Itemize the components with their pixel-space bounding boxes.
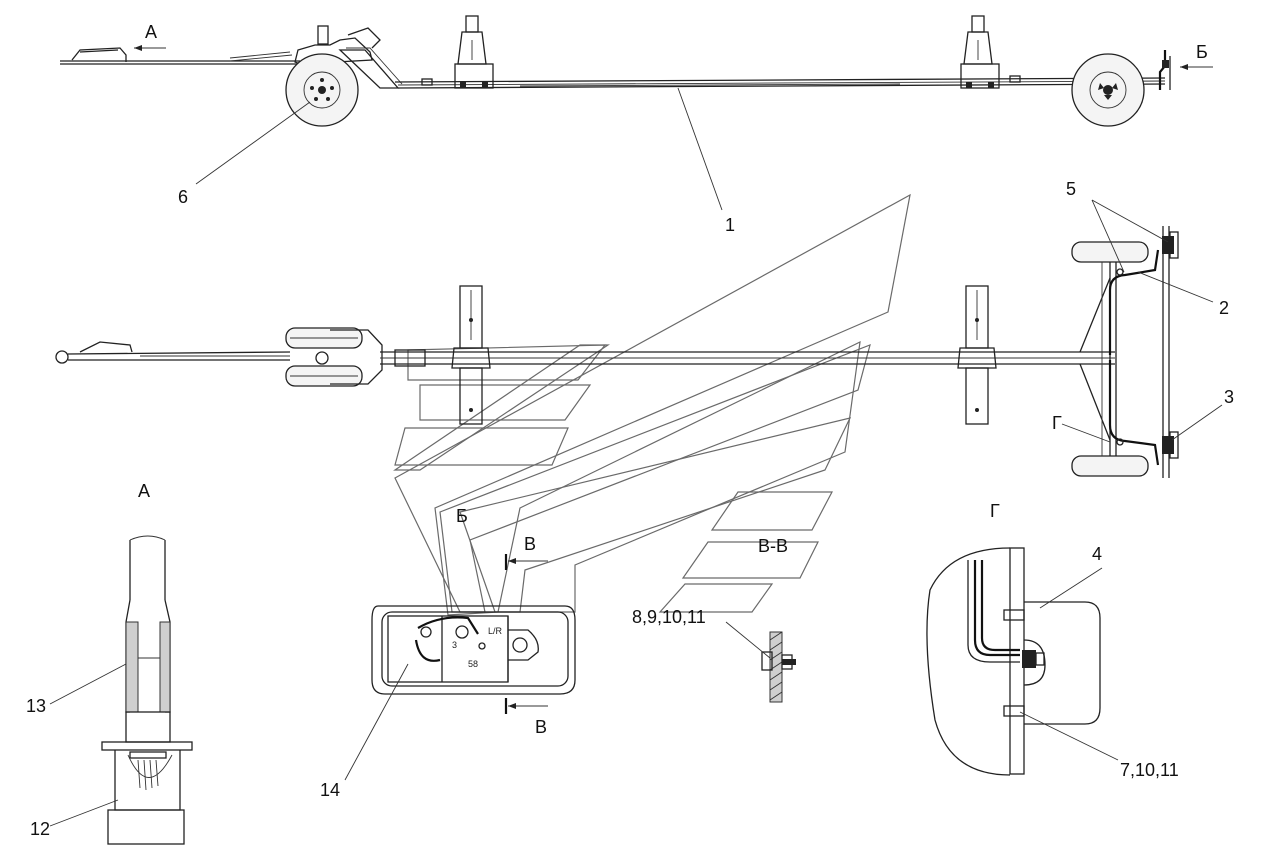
- socket-mark-1: 58: [468, 659, 478, 669]
- plan-stand-1: [451, 285, 491, 425]
- socket-mark-3: L/R: [488, 626, 503, 636]
- view-title-b: Б: [456, 506, 468, 526]
- leader-label-g: Г: [1052, 413, 1062, 433]
- plan-view: [55, 226, 1179, 478]
- callout-5: 5: [1066, 179, 1076, 199]
- section-bb: [761, 631, 796, 703]
- view-title-a: А: [138, 481, 150, 501]
- watermark-logo: [393, 193, 911, 616]
- view-title-g: Г: [990, 501, 1000, 521]
- callout-13: 13: [26, 696, 46, 716]
- plan-stand-2: [957, 285, 997, 425]
- callout-6: 6: [178, 187, 188, 207]
- cut-label-bottom: В: [535, 717, 547, 737]
- cut-label-top: В: [524, 534, 536, 554]
- view-arrow-b: Б: [1196, 42, 1208, 62]
- section-title: В-В: [758, 536, 788, 556]
- view-a-connector: [101, 535, 193, 845]
- support-stand-1: [454, 15, 494, 89]
- view-b-lamp: 58 3 L/R: [371, 554, 576, 714]
- callout-14: 14: [320, 780, 340, 800]
- view-arrow-a: А: [145, 22, 157, 42]
- labels: А Б А Б Г В-В В В Г 1 2 3 4 5 6 7,10,11 …: [26, 22, 1234, 839]
- callout-12: 12: [30, 819, 50, 839]
- callout-8-9-10-11: 8,9,10,11: [632, 607, 706, 627]
- view-g-detail: [926, 547, 1101, 776]
- side-view: [60, 15, 1213, 127]
- leader-lines: [49, 87, 1223, 827]
- front-wheel-bolts: [310, 78, 334, 101]
- socket-mark-2: 3: [452, 640, 457, 650]
- callout-3: 3: [1224, 387, 1234, 407]
- support-stand-2: [960, 15, 1000, 89]
- callout-1: 1: [725, 215, 735, 235]
- callout-7-10-11: 7,10,11: [1120, 760, 1179, 780]
- callout-2: 2: [1219, 298, 1229, 318]
- callout-4: 4: [1092, 544, 1102, 564]
